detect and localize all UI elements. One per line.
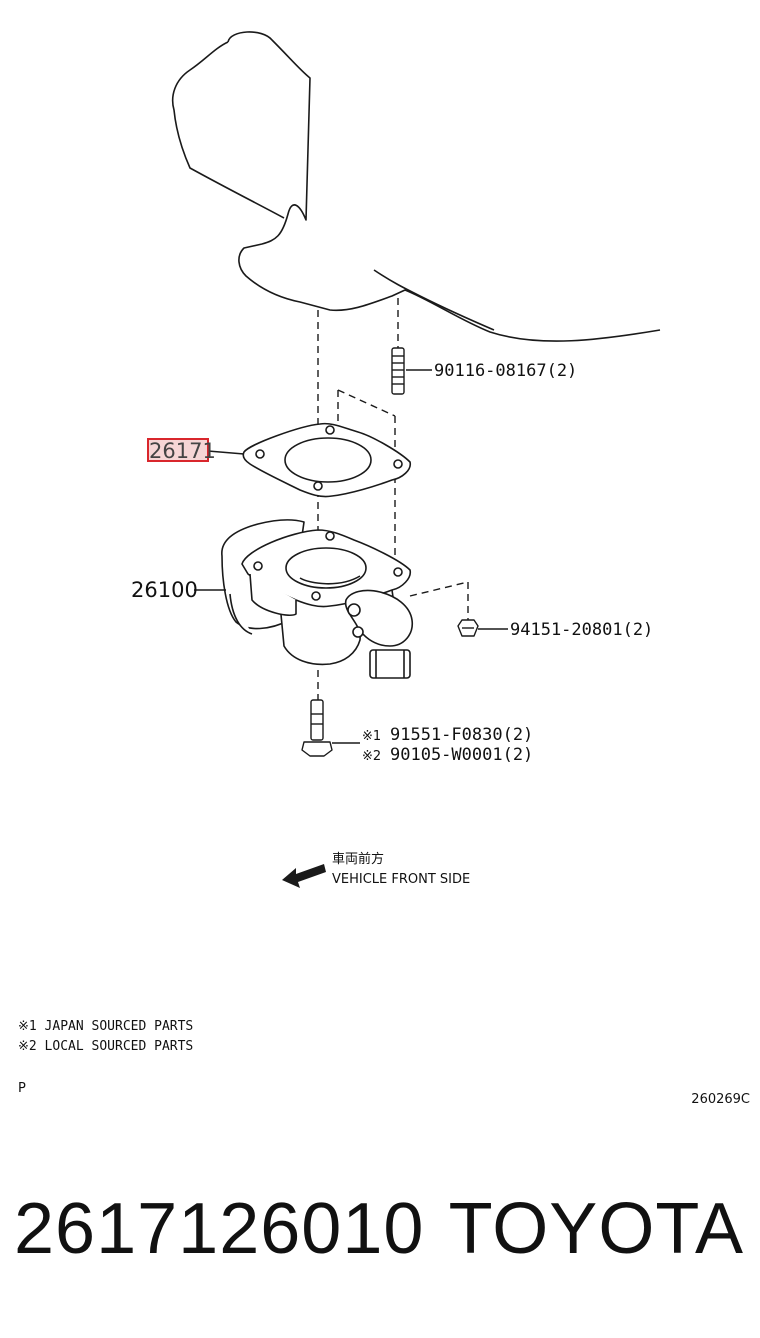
gasket-part-label[interactable]: 26171 <box>149 439 216 463</box>
footer-part-number: 2617126010 <box>14 1189 425 1269</box>
note-line-2: ※2 LOCAL SOURCED PARTS <box>18 1039 193 1054</box>
bolt-part-label-2[interactable]: 90105-W0001(2) <box>390 745 533 765</box>
gasket-icon <box>242 422 412 498</box>
intake-manifold <box>171 31 661 342</box>
direction-label-jp: 車両前方 <box>332 851 384 867</box>
page-marker: P <box>18 1081 26 1096</box>
direction-label-en: VEHICLE FRONT SIDE <box>332 872 470 887</box>
throttle-body-icon <box>221 519 414 679</box>
bolt-mark-1: ※1 <box>362 729 381 744</box>
gasket-leader <box>207 450 245 455</box>
nut-part-label[interactable]: 94151-20801(2) <box>510 620 653 640</box>
stud-icon <box>391 347 405 395</box>
bolt-part-label-1[interactable]: 91551-F0830(2) <box>390 725 533 745</box>
stud-part-label[interactable]: 90116-08167(2) <box>434 361 577 381</box>
drawing-id: 260269C <box>691 1092 750 1107</box>
vehicle-front-arrow-icon <box>282 864 326 888</box>
gasket-highlight-box <box>147 438 209 462</box>
note-line-1: ※1 JAPAN SOURCED PARTS <box>18 1019 193 1034</box>
bolt-mark-2: ※2 <box>362 749 381 764</box>
nut-icon <box>457 619 479 637</box>
footer-brand: TOYOTA <box>448 1189 744 1269</box>
throttle-body-part-label[interactable]: 26100 <box>131 578 198 602</box>
bolt-icon <box>301 699 333 757</box>
